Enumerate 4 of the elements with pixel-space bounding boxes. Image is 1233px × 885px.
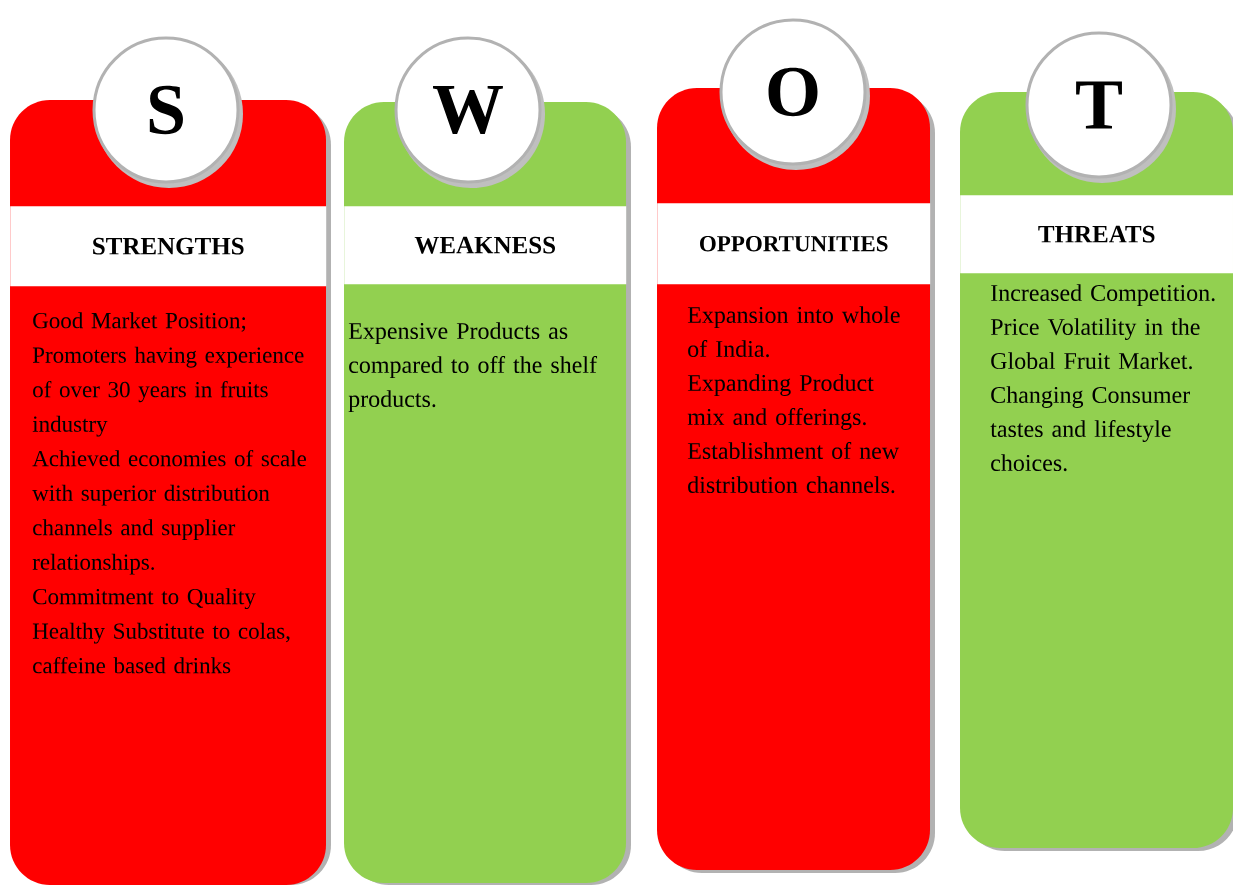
body-text: Changing Consumer tastes and lifestyle choices. [990,386,1190,472]
body-text: Price Volatility in the Global Fruit Market. [990,318,1200,370]
body-text: Increased Competition. [991,284,1215,306]
header-band: THREATS [960,195,1233,274]
